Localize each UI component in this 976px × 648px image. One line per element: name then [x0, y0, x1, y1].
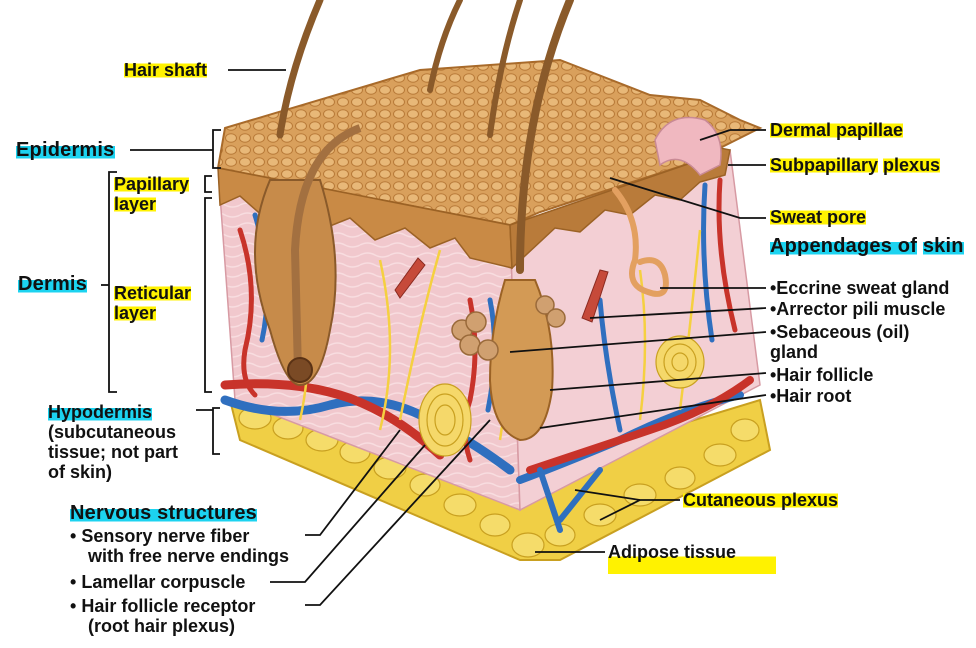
- label-hypodermis: Hypodermis (subcutaneous tissue; not par…: [48, 402, 179, 482]
- bullet: •: [70, 572, 77, 592]
- label-sebaceous-gland: •Sebaceous (oil) gland: [770, 322, 910, 362]
- label-hair-follicle-receptor: • Hair follicle receptor (root hair plex…: [70, 596, 256, 636]
- label-dermis: Dermis: [18, 273, 88, 295]
- lamellar-corpuscles: [418, 335, 705, 457]
- label-subpapillary-plexus: Subpapillary plexus: [770, 155, 941, 175]
- layer-brackets: [108, 129, 221, 455]
- sebaceous-glands: [451, 295, 566, 361]
- label-hair-shaft: Hair shaft: [124, 60, 208, 80]
- label-cutaneous-plexus: Cutaneous plexus: [683, 490, 839, 510]
- label-hair-follicle: •Hair follicle: [770, 365, 874, 385]
- leader-lines: [101, 69, 767, 606]
- label-nervous-structures: Nervous structures: [70, 502, 257, 524]
- dermal-papillae-bump: [654, 116, 722, 176]
- bullet: •: [70, 596, 77, 616]
- hair-shafts: [276, 0, 574, 274]
- arrector-pili-right: [581, 269, 609, 323]
- label-dermal-papillae: Dermal papillae: [770, 120, 904, 140]
- eccrine-sweat-gland: [612, 187, 669, 297]
- label-appendages-of-skin: Appendages of skin: [770, 235, 964, 257]
- bullet: •: [70, 526, 77, 546]
- label-sensory-nerve-fiber: • Sensory nerve fiber with free nerve en…: [70, 526, 290, 566]
- label-papillary-layer: Papillary layer: [114, 174, 190, 214]
- label-lamellar-corpuscle: • Lamellar corpuscle: [70, 572, 246, 592]
- label-hair-root: •Hair root: [770, 386, 852, 406]
- epidermis-right-band: [509, 147, 731, 270]
- label-arrector-pili-muscle: •Arrector pili muscle: [770, 299, 946, 319]
- label-reticular-layer: Reticular layer: [114, 283, 192, 323]
- label-adipose-tissue: Adipose tissue: [608, 542, 777, 574]
- label-sweat-pore: Sweat pore: [770, 207, 867, 227]
- label-epidermis: Epidermis: [16, 139, 115, 161]
- left-hair-bulb: [287, 357, 313, 383]
- left-hair-shaft-in-skin: [290, 124, 362, 373]
- arrector-pili-left: [394, 257, 426, 299]
- label-eccrine-sweat-gland: •Eccrine sweat gland: [770, 278, 950, 298]
